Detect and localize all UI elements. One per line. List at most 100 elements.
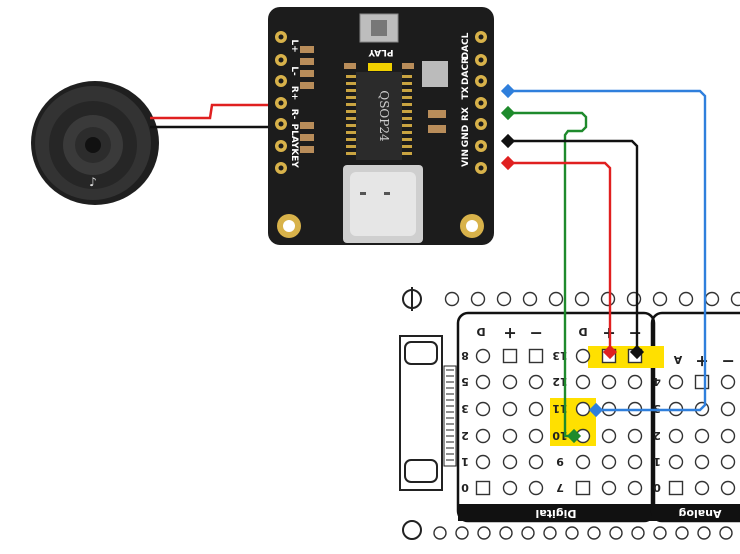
module-left-pin-label: KEY [289,148,299,168]
header-pin [528,428,544,444]
header-pin [668,428,684,444]
digital-column-header: − [529,324,542,343]
digital-pin-number: 1 [461,455,469,468]
play-button[interactable] [359,13,399,43]
header-pin [627,480,643,496]
wire-endpoint [566,428,582,444]
play-button-label: PLAY [368,47,393,57]
header-pin [668,454,684,470]
header-pin [627,374,643,390]
module-right-pin-label: DACR [461,57,471,85]
usb-c-connector [343,165,423,243]
board-hole [496,291,512,307]
header-pin [528,480,544,496]
module-right-pin-label: TX [461,86,471,99]
header-pin [720,374,736,390]
digital-pin-number: 2 [461,429,469,442]
digital-pin-number: 10 [552,429,568,442]
analog-pin-number: 0 [653,481,661,494]
board-hole [548,291,564,307]
header-pin [502,348,518,364]
board-hole [631,526,645,540]
speaker-note-icon: ♪ [89,175,97,189]
board-hole [675,526,689,540]
header-pin [575,401,591,417]
header-pin [575,454,591,470]
board-hole [600,291,616,307]
header-pin [720,480,736,496]
board-hole [652,291,668,307]
header-pin [694,480,710,496]
digital-pin-number: 0 [461,481,469,494]
wire-endpoint [500,155,516,171]
header-pin [528,454,544,470]
header-pin [601,480,617,496]
board-hole [653,526,667,540]
board-hole [704,291,720,307]
side-connector [399,335,457,491]
wire-endpoint [500,133,516,149]
board-hole [626,291,642,307]
header-pin [528,374,544,390]
board-hole [565,526,579,540]
header-pin [502,401,518,417]
header-pin [575,348,591,364]
board-hole [719,526,733,540]
module-left-pin-label: L+ [289,39,299,52]
board-hole [470,291,486,307]
wire-endpoint [500,83,516,99]
header-pin [601,374,617,390]
header-pin [694,428,710,444]
board-hole [444,291,460,307]
board-hole [574,291,590,307]
module-left-pin-label: L- [289,66,299,76]
header-pin [475,480,491,496]
board-hole [477,526,491,540]
header-pin [475,374,491,390]
board-hole [697,526,711,540]
digital-column-header: D [578,325,587,338]
header-pin [668,374,684,390]
wire-endpoint [629,344,645,360]
header-pin [475,454,491,470]
wire-endpoint [588,402,604,418]
digital-pin-number: 3 [461,402,469,415]
header-pin [475,348,491,364]
header-pin [575,374,591,390]
chip-label: QSOP24 [377,90,391,142]
wire-endpoint [602,344,618,360]
header-pin [475,428,491,444]
header-pin [502,454,518,470]
header-pin [720,401,736,417]
blue-tx-wire [508,89,707,412]
module-left-pin-label: R+ [289,86,299,100]
header-pin [601,454,617,470]
header-pin [575,480,591,496]
digital-column-header: + [503,324,516,343]
analog-column-header: − [721,352,734,371]
header-pin [528,401,544,417]
header-pin [502,480,518,496]
red-vin-wire [508,161,612,352]
digital-pin-number: 9 [556,455,564,468]
module-right-pin-label: GND [461,125,471,147]
digital-pin-number: 5 [461,375,469,388]
board-hole [522,291,538,307]
digital-column-header: D [476,325,485,338]
board-hole [521,526,535,540]
speaker-red-wire [150,103,278,120]
header-pin [668,480,684,496]
board-hole [455,526,469,540]
wire-endpoint [500,105,516,121]
header-pin [528,348,544,364]
qsop24-chip: QSOP24 [346,72,412,160]
analog-pin-number: 4 [653,375,661,388]
header-pin [627,454,643,470]
board-hole [499,526,513,540]
digital-label: Digital [536,507,577,520]
header-pin [720,454,736,470]
wire-layer [500,83,707,444]
